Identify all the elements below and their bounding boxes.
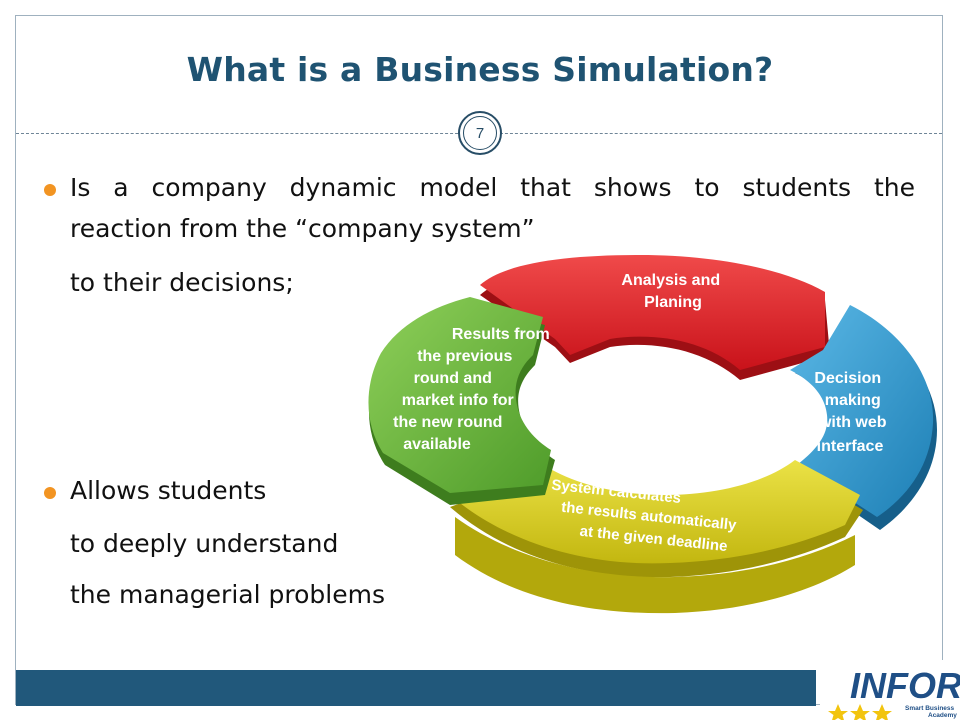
segment-results <box>368 297 555 505</box>
bullet-1-line-1: Is a company dynamic model that shows to… <box>70 173 915 202</box>
results-line-3: round and <box>414 370 492 387</box>
analysis-line-2: Planing <box>644 294 702 311</box>
bullet-2-line-2: to deeply understand <box>70 529 339 558</box>
logo-tagline-1: Smart Business <box>905 705 955 712</box>
slide-number-badge: 7 <box>458 111 502 155</box>
bullet-2-line-3: the managerial problems <box>70 580 385 609</box>
results-line-2: the previous <box>417 348 512 365</box>
slide-title: What is a Business Simulation? <box>186 50 774 89</box>
bullet-marker <box>44 487 56 499</box>
star-icon <box>828 704 892 720</box>
bullet-marker <box>44 184 56 196</box>
segment-analysis <box>480 255 830 380</box>
business-cycle-diagram: Analysis and Planing Decision making wit… <box>368 255 937 614</box>
results-line-1: Results from <box>452 326 550 343</box>
decision-line-1: Decision <box>814 370 881 387</box>
bullet-1-line-2: reaction from the “company system” <box>70 214 535 243</box>
segment-decision-label: Decision making with web interface <box>814 370 891 455</box>
segment-results-label: Results from the previous round and mark… <box>393 326 554 453</box>
results-line-6: available <box>403 436 471 453</box>
analysis-line-1: Analysis and <box>621 272 720 289</box>
infor-logo: INFOR Smart Business Academy <box>820 660 960 720</box>
bullet-2-line-1: Allows students <box>70 476 267 505</box>
bullet-1-line-3: to their decisions; <box>70 268 294 297</box>
decision-line-4: interface <box>817 438 884 455</box>
segment-system <box>450 460 863 614</box>
decision-line-3: with web <box>818 414 887 431</box>
segment-analysis-label: Analysis and Planing <box>621 272 724 311</box>
slide-number: 7 <box>475 124 485 142</box>
bullet-1-line-1-text: Is a company dynamic model that shows to… <box>70 173 915 202</box>
logo-tagline-2: Academy <box>928 712 957 719</box>
logo-wordmark: INFOR <box>850 665 960 706</box>
footer-bar <box>16 670 816 706</box>
decision-line-2: making <box>825 392 881 409</box>
results-line-5: the new round <box>393 414 502 431</box>
logo-tagline: Smart Business Academy <box>905 705 957 719</box>
segment-decision <box>790 305 937 530</box>
results-line-4: market info for <box>402 392 514 409</box>
